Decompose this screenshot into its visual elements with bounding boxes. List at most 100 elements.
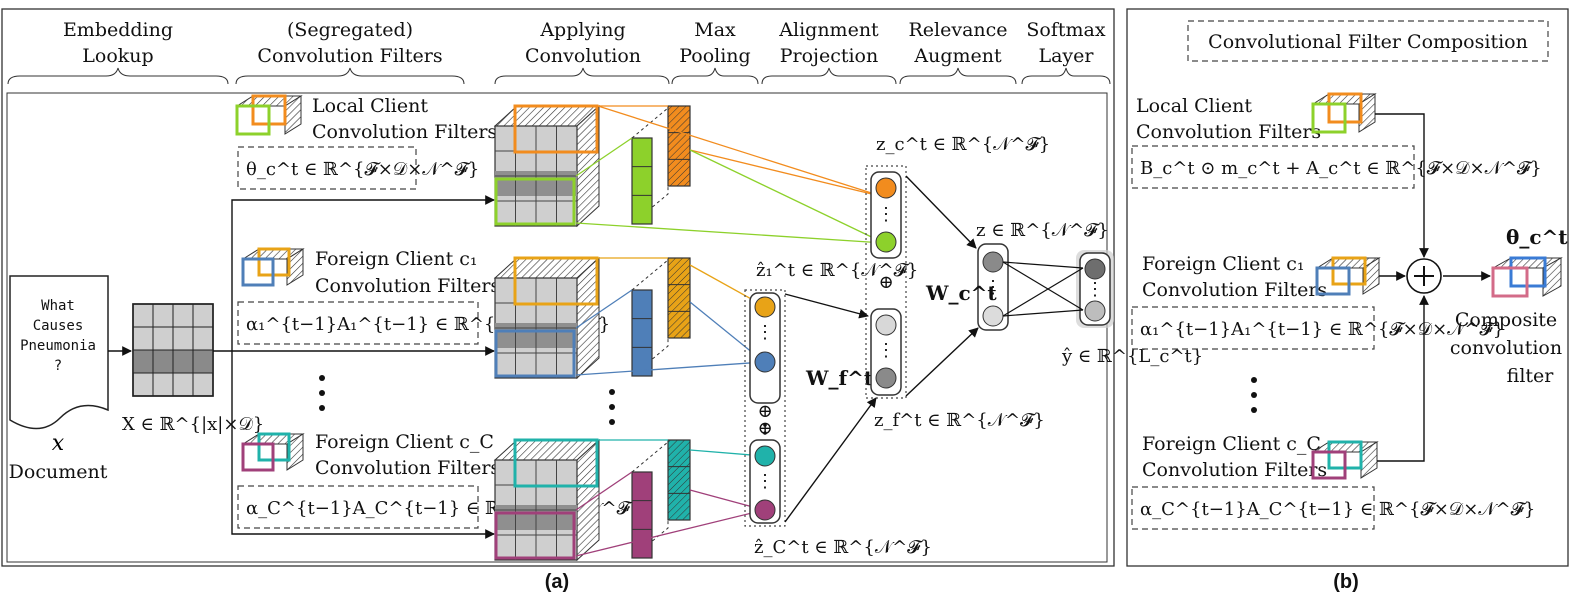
stage-applying-l2: Convolution xyxy=(525,45,641,67)
filter-foreign-1-l1: Foreign Client c₁ xyxy=(315,248,478,270)
stage-softmax-l1: Softmax xyxy=(1026,19,1105,41)
vdots-zc: ⋮ xyxy=(877,204,895,225)
vdots-a-left xyxy=(319,375,325,411)
node-zc-bottom xyxy=(875,231,897,253)
filter-icon-foreign-1 xyxy=(241,247,305,287)
conv-block-foreign-C xyxy=(493,438,691,562)
composite-l3: filter xyxy=(1507,365,1555,387)
z-vector: ⋮ xyxy=(977,243,1009,331)
vdots-conv xyxy=(609,389,615,425)
node-z-top xyxy=(982,251,1004,273)
composite-filter-icon xyxy=(1491,256,1563,298)
stage-embedding-l2: Lookup xyxy=(82,45,153,67)
node-zC-top xyxy=(754,445,776,467)
b-theta-label: θ_c^t xyxy=(1506,225,1568,249)
zc-label: z_c^t ∈ ℝ^{𝒩^𝓕} xyxy=(876,134,1050,155)
stage-relevance-l1: Relevance xyxy=(908,19,1007,41)
stage-headers: Embedding Lookup (Segregated) Convolutio… xyxy=(7,19,1111,85)
b-foreign1-l1: Foreign Client c₁ xyxy=(1142,253,1305,275)
stage-pooling-l2: Pooling xyxy=(679,45,750,67)
document-label: Document xyxy=(9,461,108,483)
stage-filters: (Segregated) Convolution Filters xyxy=(235,19,465,85)
convolution-blocks xyxy=(493,104,691,562)
node-z1-top xyxy=(754,296,776,318)
composite-l2: convolution xyxy=(1450,337,1562,359)
brace xyxy=(761,67,897,85)
composite-l1: Composite xyxy=(1455,309,1557,331)
node-y-top xyxy=(1084,258,1106,280)
softmax-vector: ⋮ xyxy=(1076,250,1114,328)
embedding-matrix xyxy=(132,303,214,397)
b-filter-icon-foreign-1 xyxy=(1315,256,1381,296)
caption-b: (b) xyxy=(1333,571,1359,593)
document-line-3: Pneumonia xyxy=(20,338,96,354)
stage-embedding-l1: Embedding xyxy=(63,19,173,41)
node-zc-top xyxy=(875,177,897,199)
filter-icon-foreign-C xyxy=(241,432,305,472)
b-foreignC-l1: Foreign Client c_C xyxy=(1142,433,1321,455)
node-y-bottom xyxy=(1084,300,1106,322)
stage-alignment-l2: Projection xyxy=(780,45,878,67)
b-foreign1-l2: Convolution Filters xyxy=(1142,279,1327,301)
b-local-l2: Convolution Filters xyxy=(1136,121,1321,143)
stage-applying-l1: Applying xyxy=(539,19,625,41)
relevance-stack: ⋮ ⊕ ⋮ xyxy=(865,165,907,399)
panel-b-frame xyxy=(1126,8,1569,567)
oplus-1: ⊕ xyxy=(757,401,772,422)
zf-label: z_f^t ∈ ℝ^{𝒩^𝓕} xyxy=(874,410,1045,431)
composition-arrows xyxy=(1375,113,1491,462)
vdots-y: ⋮ xyxy=(1086,279,1104,300)
b-local-l1: Local Client xyxy=(1136,95,1252,117)
stage-relevance-l2: Augment xyxy=(913,45,1002,67)
stage-softmax: Softmax Layer xyxy=(1021,19,1111,85)
stage-alignment: Alignment Projection xyxy=(761,19,897,85)
filter-foreign-C-l1: Foreign Client c_C xyxy=(315,431,494,453)
brace xyxy=(671,67,759,85)
zC-label: ẑ_C^t ∈ ℝ^{𝒩^𝓕} xyxy=(754,537,932,558)
filter-local-formula: θ_c^t ∈ ℝ^{𝓕×𝒟×𝒩^𝓕} xyxy=(246,159,479,180)
oplus-2: ⊕ xyxy=(757,418,772,439)
b-filter-icon-foreign-C xyxy=(1311,440,1379,480)
conv-block-local xyxy=(493,104,691,228)
embedding-label: X ∈ ℝ^{|x|×𝒟} xyxy=(122,414,264,435)
document-line-1: What xyxy=(41,298,75,314)
b-filter-local: Local Client Convolution Filters B_c^t ⊙… xyxy=(1131,92,1542,189)
brace xyxy=(235,67,465,85)
filter-foreign-1-l2: Convolution Filters xyxy=(315,275,500,297)
Wc-label: W_c^t xyxy=(925,281,997,305)
vdots-zC: ⋮ xyxy=(756,471,774,492)
yhat-label: ŷ ∈ ℝ^{L_c^t} xyxy=(1061,346,1203,367)
vdots-b xyxy=(1251,377,1257,413)
stage-pooling-l1: Max xyxy=(694,19,736,41)
dense-links xyxy=(1002,261,1084,317)
stage-relevance: Relevance Augment xyxy=(899,19,1017,85)
caption-a: (a) xyxy=(545,571,569,593)
node-zf-top xyxy=(875,314,897,336)
filter-local: Local Client Convolution Filters θ_c^t ∈… xyxy=(235,94,497,190)
filter-local-l2: Convolution Filters xyxy=(312,121,497,143)
b-filter-foreign-C: Foreign Client c_C Convolution Filters α… xyxy=(1131,433,1535,530)
brace xyxy=(899,67,1017,85)
connection-lines xyxy=(575,105,885,557)
panel-b-title: Convolutional Filter Composition xyxy=(1208,31,1528,53)
stage-softmax-l2: Layer xyxy=(1038,45,1094,67)
align-arrows xyxy=(784,175,979,523)
brace xyxy=(494,67,670,85)
filter-icon-local xyxy=(235,94,303,136)
stage-applying: Applying Convolution xyxy=(494,19,670,85)
Wf-label: W_f^t xyxy=(805,366,874,390)
stage-filters-l1: (Segregated) xyxy=(287,19,413,41)
b-filter-foreign-1: Foreign Client c₁ Convolution Filters α₁… xyxy=(1131,253,1504,350)
brace xyxy=(1021,67,1111,85)
node-zf-bottom xyxy=(875,367,897,389)
b-filter-icon-local xyxy=(1311,92,1377,134)
document-shape xyxy=(9,275,109,430)
b-foreign1-formula: α₁^{t−1}A₁^{t−1} ∈ ℝ^{𝓕×𝒟×𝒩^𝓕} xyxy=(1140,319,1504,340)
document-line-4: ? xyxy=(54,358,62,374)
filter-local-l1: Local Client xyxy=(312,95,428,117)
node-z-bottom xyxy=(982,305,1004,327)
document-line-2: Causes xyxy=(33,318,84,334)
alignment-stack: ⋮ ⊕ ⊕ ⋮ xyxy=(744,289,786,527)
b-local-formula: B_c^t ⊙ m_c^t + A_c^t ∈ ℝ^{𝓕×𝒟×𝒩^𝓕} xyxy=(1140,158,1542,179)
